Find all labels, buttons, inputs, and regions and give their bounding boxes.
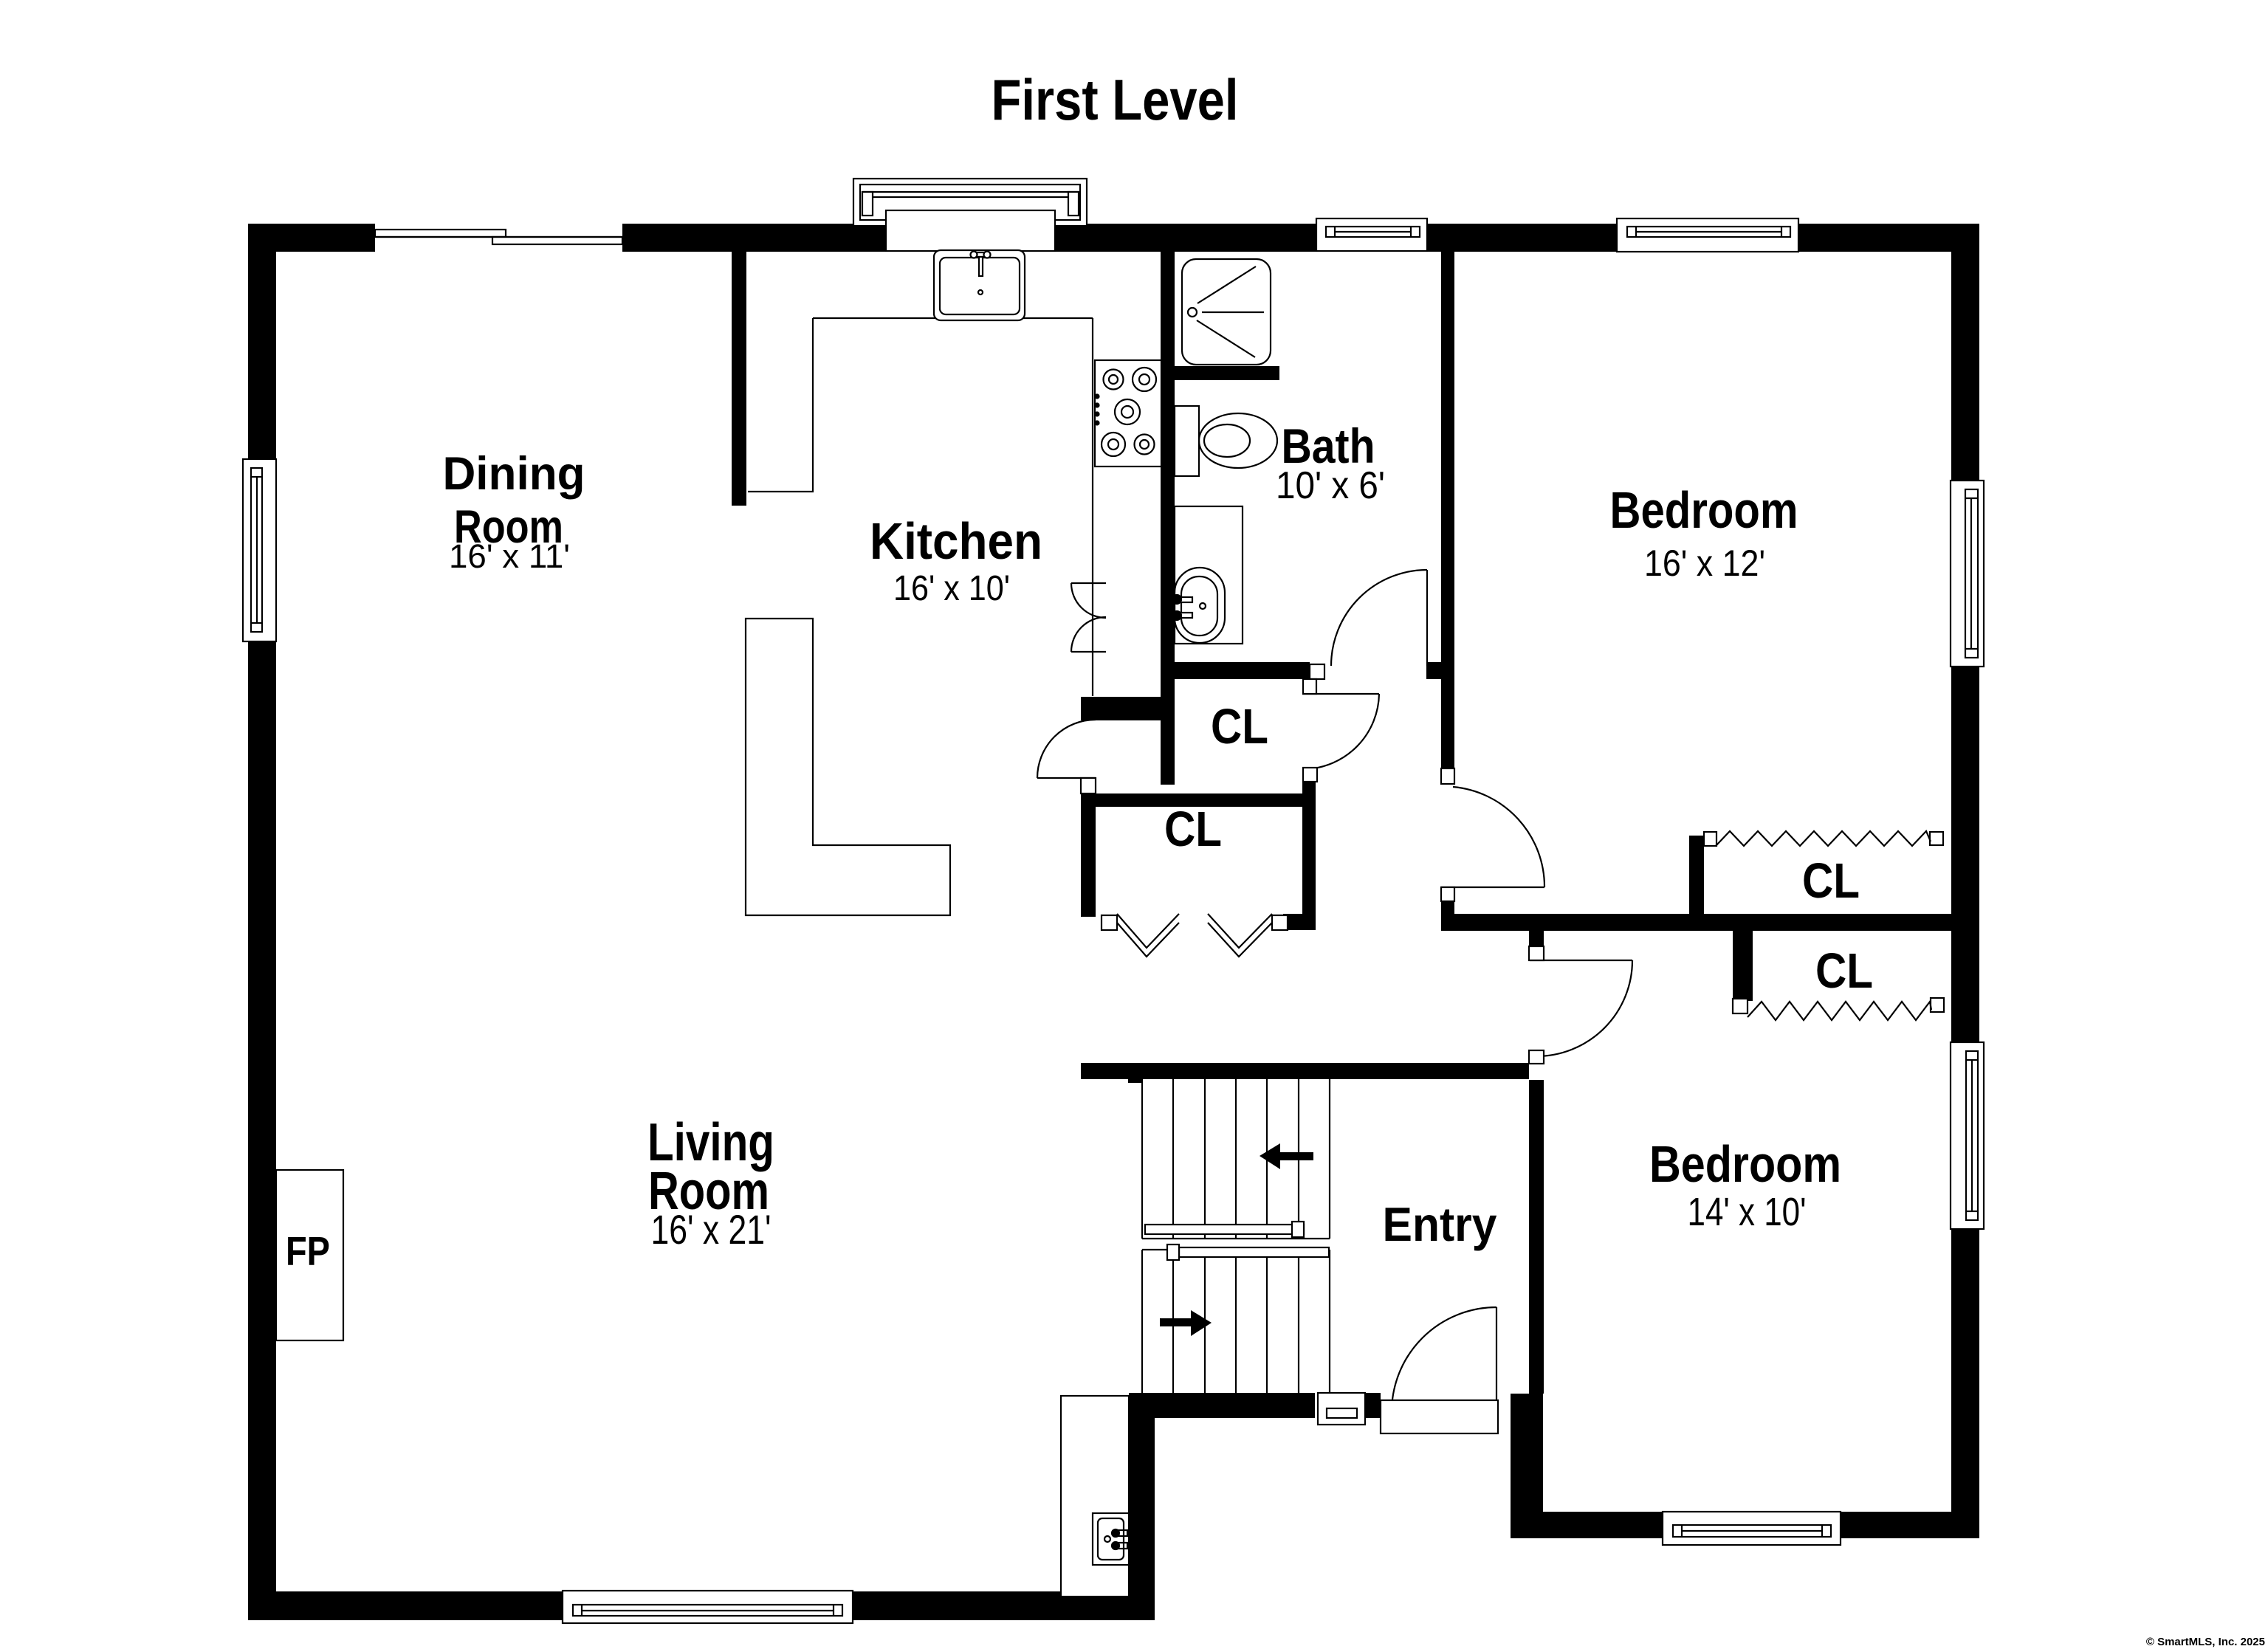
svg-text:Dining: Dining	[443, 448, 585, 500]
svg-text:CL: CL	[1164, 802, 1222, 857]
svg-text:© SmartMLS, Inc. 2025: © SmartMLS, Inc. 2025	[2146, 1636, 2265, 1648]
svg-text:Kitchen: Kitchen	[870, 512, 1042, 570]
svg-text:14' x 10': 14' x 10'	[1688, 1190, 1807, 1234]
svg-text:16' x 11': 16' x 11'	[449, 537, 570, 575]
svg-text:Room: Room	[648, 1162, 769, 1221]
svg-text:Room: Room	[454, 501, 563, 553]
svg-text:10' x 6': 10' x 6'	[1276, 464, 1385, 507]
svg-text:Bedroom: Bedroom	[1610, 481, 1798, 539]
svg-text:CL: CL	[1802, 853, 1860, 909]
svg-text:CL: CL	[1211, 699, 1268, 754]
svg-text:FP: FP	[286, 1228, 330, 1274]
svg-text:16' x 10': 16' x 10'	[893, 569, 1010, 608]
svg-text:CL: CL	[1815, 943, 1873, 999]
svg-text:Bedroom: Bedroom	[1649, 1135, 1841, 1193]
svg-text:16' x 21': 16' x 21'	[651, 1206, 772, 1253]
svg-text:First Level: First Level	[992, 67, 1239, 132]
svg-text:Living: Living	[647, 1113, 774, 1172]
svg-text:16' x 12': 16' x 12'	[1644, 543, 1765, 584]
svg-text:Bath: Bath	[1282, 419, 1375, 473]
svg-text:Entry: Entry	[1383, 1197, 1497, 1251]
